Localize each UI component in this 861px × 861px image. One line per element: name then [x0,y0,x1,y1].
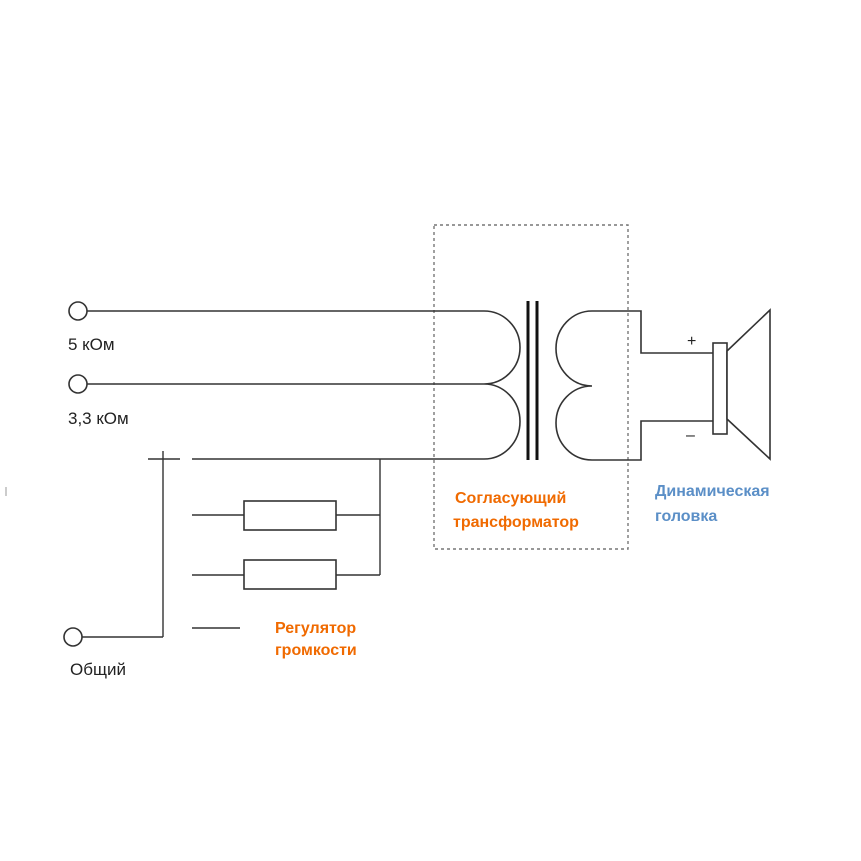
label-speaker-1: Динамическая [655,483,770,500]
wire-secondary-bottom [592,420,713,461]
label-volume-1: Регулятор [275,620,356,637]
resistor-1 [243,500,337,531]
resistor-2 [243,559,337,590]
label-speaker-2: головка [655,508,717,525]
label-5k: 5 кОм [68,335,115,354]
speaker-minus-label: – [686,427,695,444]
terminal-5k [68,301,88,321]
label-transformer-2: трансформатор [453,514,579,531]
primary-winding [483,310,521,460]
label-common: Общий [70,660,126,679]
terminal-3k3 [68,374,88,394]
speaker-plus-label: + [687,333,696,350]
label-volume-2: громкости [275,642,357,659]
speaker-cone [726,308,771,461]
terminal-common [63,627,83,647]
secondary-winding [555,310,593,461]
wire-secondary-top [592,310,713,354]
label-3k3: 3,3 кОм [68,409,129,428]
label-transformer-1: Согласующий [455,490,566,507]
speaker-magnet [712,342,728,435]
transformer-boundary [433,224,629,550]
